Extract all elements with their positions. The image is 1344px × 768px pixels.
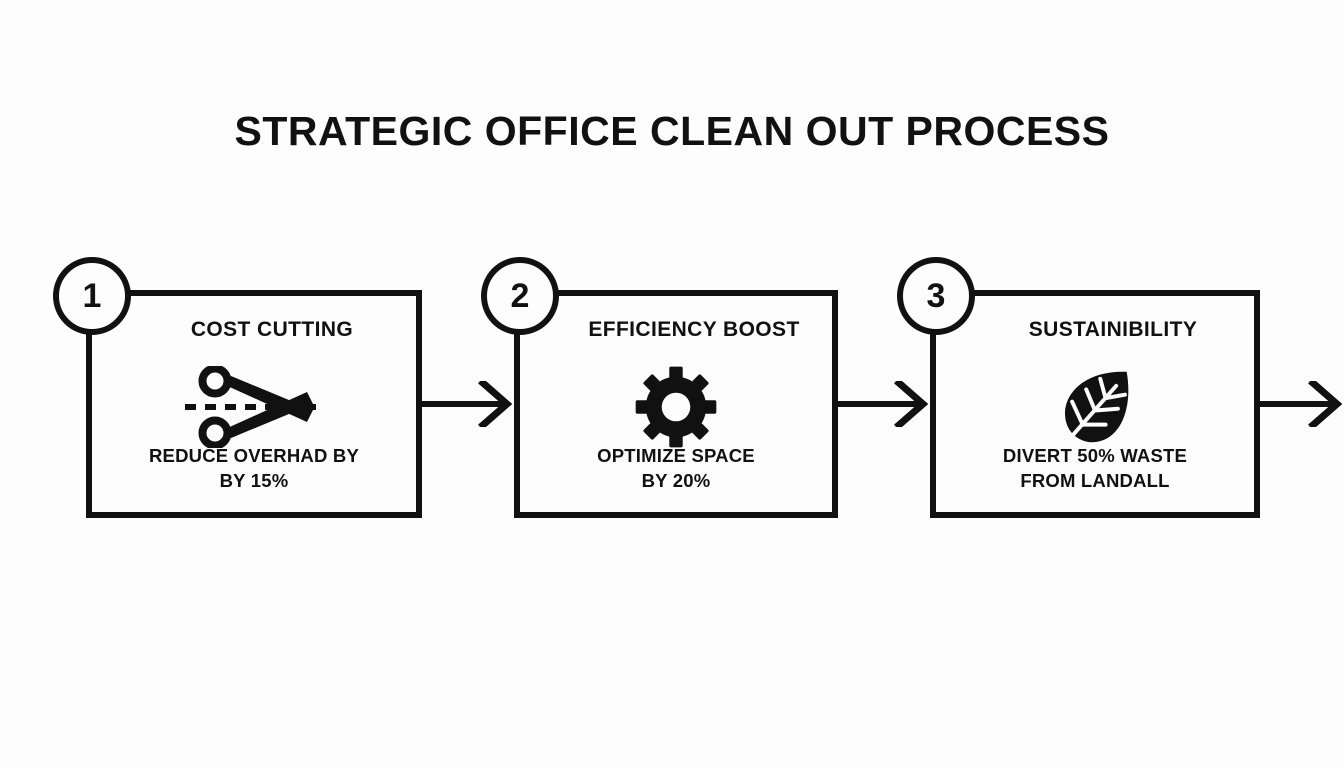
scissors-icon (92, 364, 416, 450)
arrow-step1-to-step2 (419, 381, 517, 427)
step-caption-3-line2: FROM LANDALL (1020, 470, 1170, 492)
process-step-efficiency-boost[interactable]: 2 EFFICIENCY BOOST OPT (481, 257, 838, 518)
step-heading-2: EFFICIENCY BOOST (588, 318, 800, 341)
step-number-badge-3: 3 (897, 257, 975, 335)
step-heading-1: COST CUTTING (190, 318, 354, 341)
process-step-sustainability[interactable]: 3 SUSTAINIBILITY DIVERT 50% WASTE (897, 257, 1260, 518)
gear-icon (520, 364, 832, 450)
step-caption-1-line1: REDUCE OVERHAD BY (148, 445, 359, 467)
step-caption-3: DIVERT 50% WASTE FROM LANDALL (944, 444, 1246, 494)
step-caption-2-line2: BY 20% (641, 470, 711, 492)
arrow-step3-outward (1257, 381, 1344, 427)
step-number-badge-1: 1 (53, 257, 131, 335)
step-caption-1-line2: BY 15% (219, 470, 289, 492)
page-title: STRATEGIC OFFICE CLEAN OUT PROCESS (234, 108, 1110, 154)
step-caption-2-line1: OPTIMIZE SPACE (597, 445, 755, 467)
step-caption-2: OPTIMIZE SPACE BY 20% (528, 444, 824, 494)
step-caption-3-line1: DIVERT 50% WASTE (1002, 445, 1188, 467)
step-caption-1: REDUCE OVERHAD BY BY 15% (100, 444, 408, 494)
arrow-step2-to-step3 (835, 381, 933, 427)
step-number-badge-2: 2 (481, 257, 559, 335)
leaf-icon (936, 364, 1254, 450)
step-heading-3: SUSTAINIBILITY (1028, 318, 1198, 341)
process-step-cost-cutting[interactable]: 1 COST CUTTING REDUCE OVERHAD BY BY 15% (53, 257, 422, 518)
